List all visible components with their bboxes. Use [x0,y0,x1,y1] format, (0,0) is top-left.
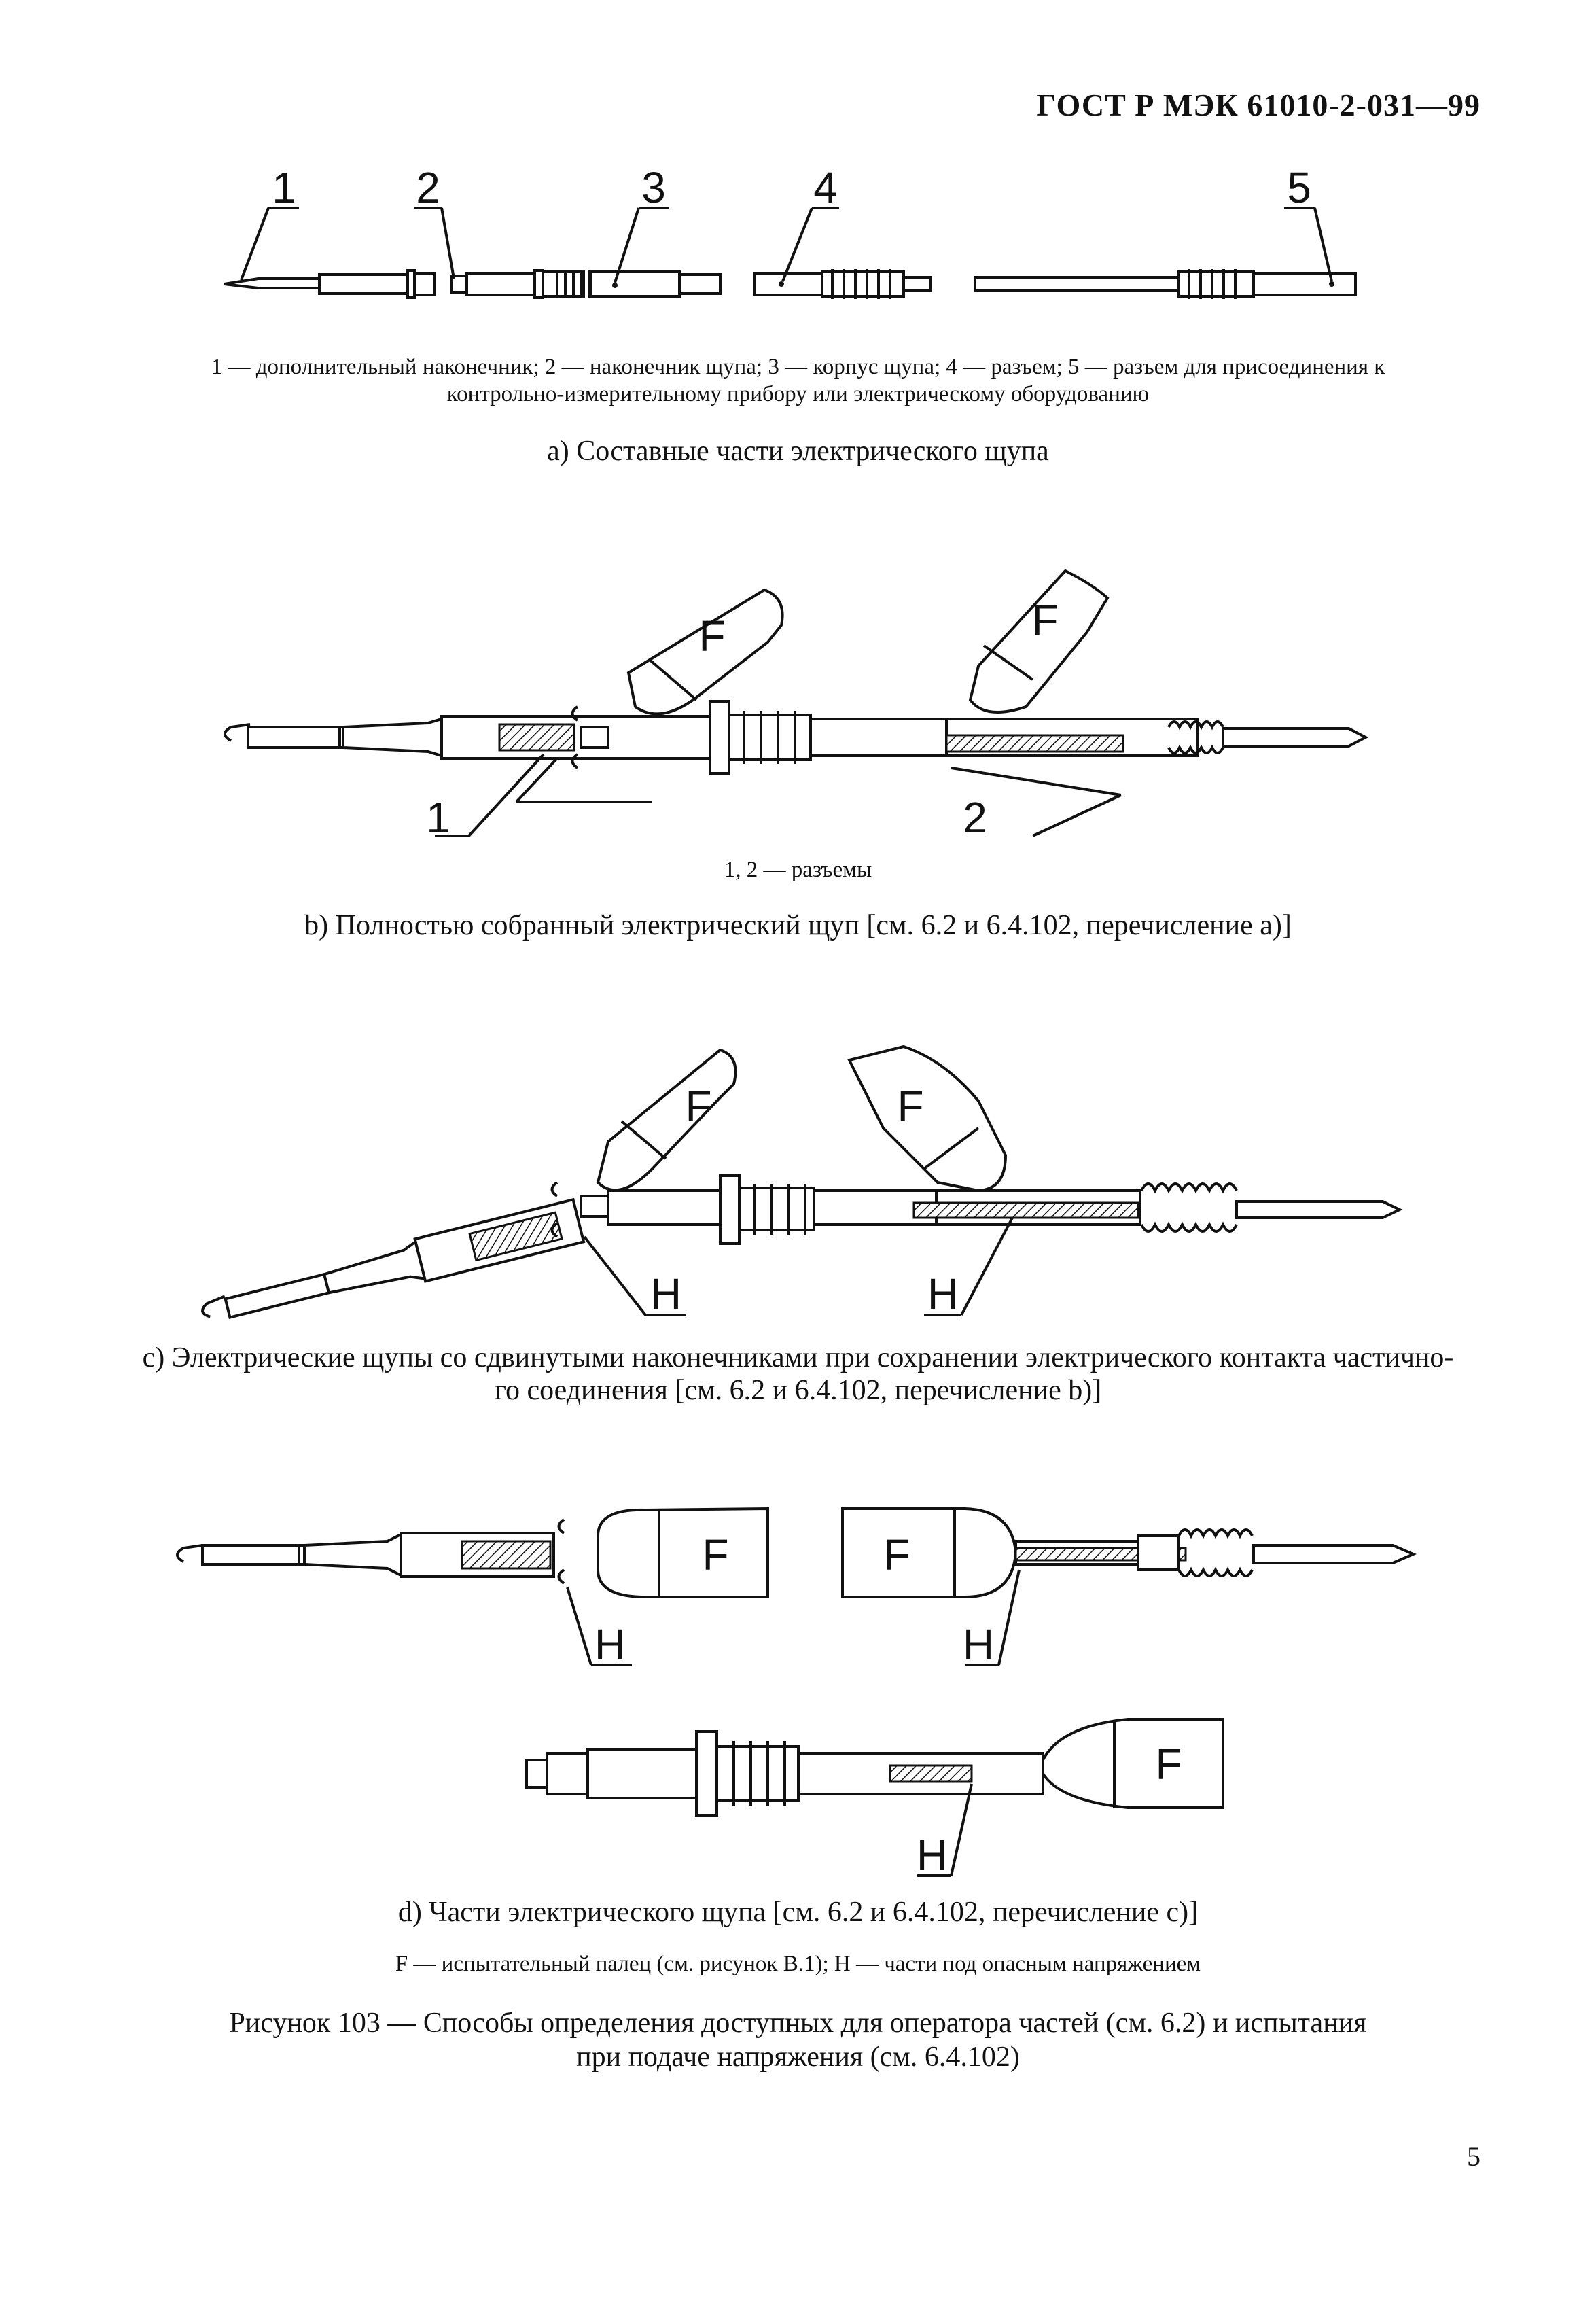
figure-a-legend: 1 — дополнительный наконечник; 2 — након… [211,355,1385,406]
hazard-label: H [927,1269,959,1318]
label-2: 2 [963,793,987,842]
hazard-label: H [917,1831,948,1880]
figure-b-assembled: F F 1 2 [224,569,1369,842]
test-finger-left: F [597,1507,769,1598]
label-3: 3 [641,163,666,212]
figure-c-displaced: F F H H [201,1044,1403,1320]
label-1: 1 [272,163,296,212]
test-finger-lower: F [1042,1718,1224,1809]
test-finger-right: F [847,1044,1008,1193]
finger-label: F [698,612,725,661]
finger-label: F [883,1530,910,1579]
test-finger-right: F [968,569,1110,714]
hazard-label: H [595,1620,626,1669]
label-4: 4 [813,163,838,212]
test-finger-right: F [841,1507,1018,1598]
figure-b-caption: b) Полностью собранный электрический щуп… [304,910,1292,941]
figure-c-caption: c) Электрические щупы со сдвинутыми нако… [142,1342,1454,1406]
part-instrument-connector [974,269,1357,299]
figure-b-legend: 1, 2 — разъемы [724,858,872,882]
label-2: 2 [416,163,440,212]
label-5: 5 [1287,163,1311,212]
finger-label: F [897,1082,923,1131]
figure-d-caption: d) Части электрического щупа [см. 6.2 и … [397,1897,1199,1928]
figure-d-parts: F F H H [176,1507,1417,1880]
part-probe-tip [450,269,544,299]
page-number: 5 [1467,2141,1480,2172]
test-finger-left: F [596,1048,737,1192]
figure-d-legend: F — испытательный палец (см. рисунок В.1… [395,1952,1201,1976]
test-finger-left: F [626,588,784,716]
finger-label: F [1155,1740,1182,1789]
finger-label: F [702,1530,728,1579]
figure-title: Рисунок 103 — Способы определения доступ… [229,2007,1367,2073]
figure-a-parts: 1 2 3 4 5 [224,163,1357,299]
figure-a-caption: а) Составные части электрического щупа [547,436,1049,467]
hazard-label: H [650,1269,681,1318]
part-probe-body [542,270,722,298]
standard-number: ГОСТ Р МЭК 61010-2-031—99 [1036,88,1480,122]
part-additional-tip [224,269,436,299]
finger-label: F [1031,596,1058,645]
hazard-label: H [963,1620,994,1669]
label-1: 1 [426,793,450,842]
part-connector [753,269,932,299]
finger-label: F [685,1082,711,1131]
